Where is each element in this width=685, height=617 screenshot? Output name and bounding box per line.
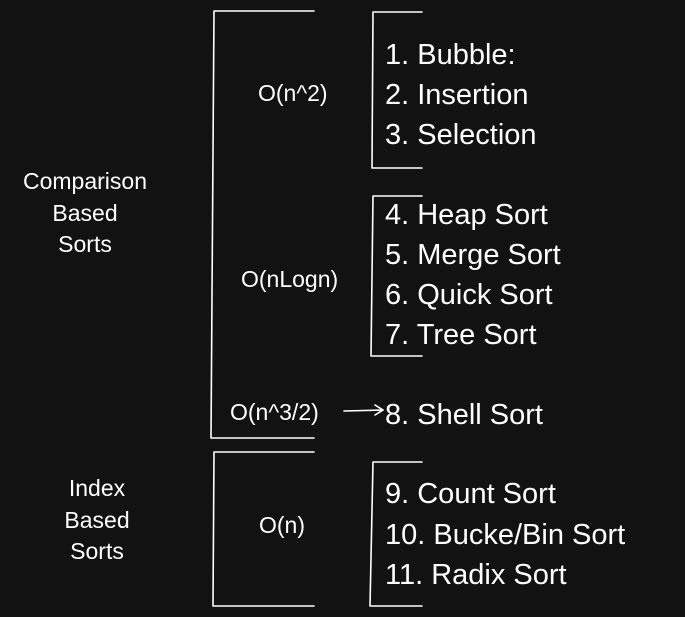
algorithm-item: 11. Radix Sort [385,559,567,591]
index-label-line: Sorts [70,538,124,564]
algorithm-item: 6. Quick Sort [385,279,553,311]
algorithm-item: 5. Merge Sort [385,239,561,271]
algorithm-item: 7. Tree Sort [385,319,537,351]
algorithm-item: 1. Bubble: [385,39,516,71]
algorithm-item: 4. Heap Sort [385,199,548,231]
comparison-label-line: Comparison [23,168,147,194]
complexity-shell: O(n^3/2) [230,399,319,425]
comparison-label-line: Based [52,199,118,226]
index-label-line: Index [68,475,126,501]
arrow-head [374,404,384,416]
comparison-bracket [210,10,315,439]
index-based-label: Index Based Sorts [38,473,156,568]
arrow-line [343,409,384,412]
algorithm-item: 10. Bucke/Bin Sort [385,519,626,551]
complexity-nlogn: O(nLogn) [241,266,339,292]
complexity-quadratic: O(n^2) [258,80,328,106]
algorithm-item: 8. Shell Sort [385,399,543,431]
comparison-label-line: Sorts [58,231,112,257]
quadratic-bracket [371,11,423,169]
algorithm-item: 3. Selection [385,119,537,151]
complexity-linear: O(n) [259,512,305,538]
linear-bracket [369,461,423,607]
index-bracket [212,451,315,607]
algorithm-item: 2. Insertion [385,79,529,111]
comparison-based-label: Comparison Based Sorts [8,166,162,261]
index-label-line: Based [64,506,130,533]
nlogn-bracket [370,195,423,357]
algorithm-item: 9. Count Sort [385,478,556,510]
